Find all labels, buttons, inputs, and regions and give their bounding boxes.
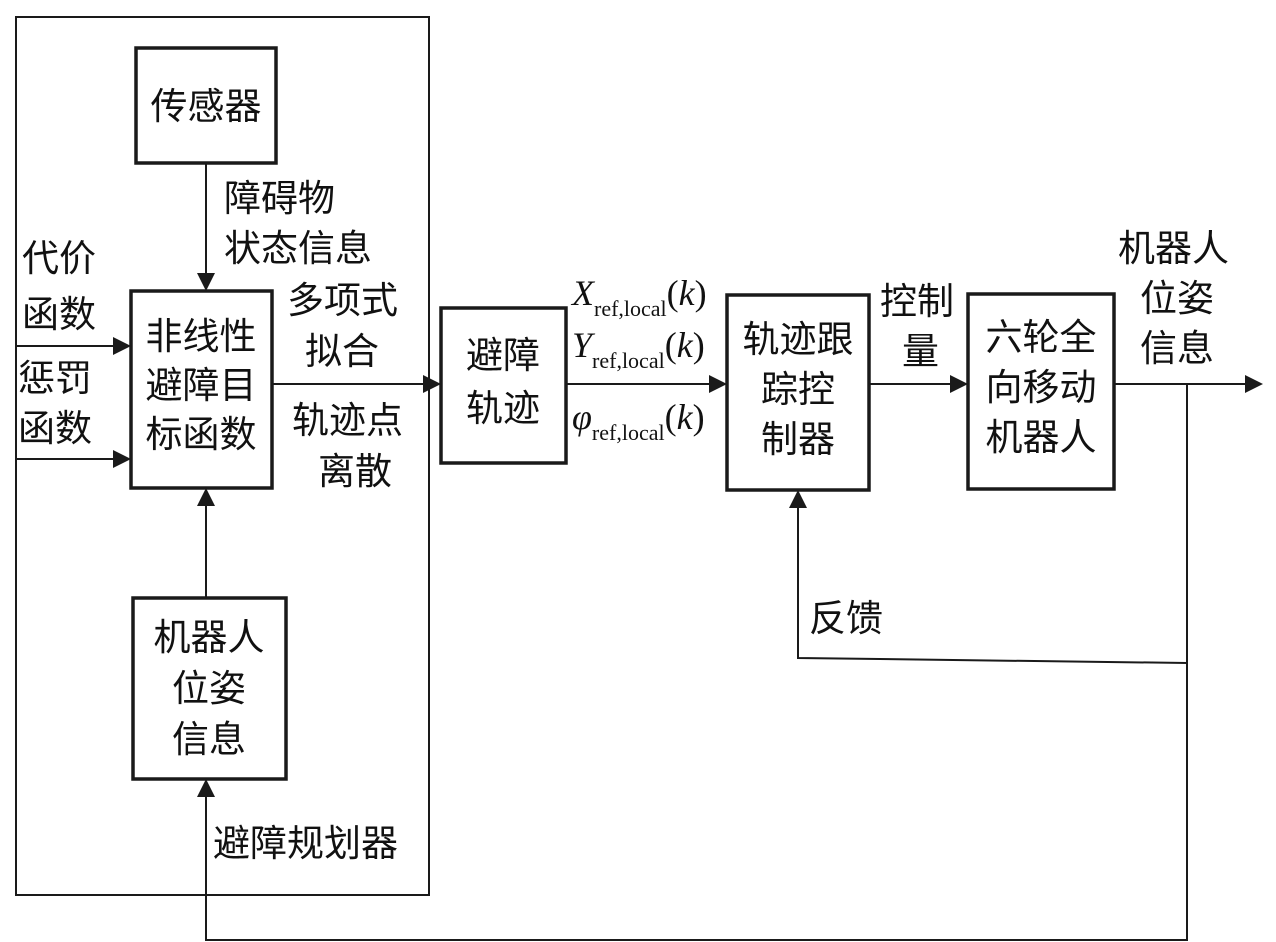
tracker-block: 轨迹跟 踪控 制器 — [725, 293, 871, 492]
arrowhead-pose-objective — [197, 488, 215, 506]
planner-frame — [15, 16, 430, 896]
robot-pose-label-line: 信息 — [172, 718, 246, 761]
signal-y-label: Yref,local(k) — [572, 325, 705, 373]
discretization-label: 离散 — [318, 450, 392, 493]
robot-pose-label-line: 位姿 — [172, 667, 246, 710]
objective-label-line: 非线性 — [146, 315, 257, 358]
sensor-block: 传感器 — [134, 46, 278, 165]
tracker-label-line: 踪控 — [761, 368, 835, 411]
robot-label-line: 机器人 — [986, 416, 1097, 459]
planner-label: 避障规划器 — [213, 822, 398, 865]
signal-x-label: Xref,local(k) — [570, 273, 707, 321]
robot-label-line: 六轮全 — [986, 316, 1097, 359]
discretization-label: 轨迹点 — [292, 399, 403, 442]
arrowhead-cost-fn — [113, 337, 131, 355]
robot-block: 六轮全 向移动 机器人 — [966, 292, 1116, 491]
robot-pose-block: 机器人 位姿 信息 — [131, 596, 288, 781]
cost-function-label: 代价 — [22, 237, 96, 280]
objective-block: 非线性 避障目 标函数 — [129, 289, 274, 490]
control-label: 量 — [902, 330, 939, 373]
obstacle-state-label: 障碍物 — [224, 177, 335, 220]
cost-function-label: 函数 — [22, 293, 96, 336]
polynomial-fit-label: 拟合 — [305, 330, 379, 373]
control-label: 控制 — [880, 280, 954, 323]
avoid-traj-label-line: 避障 — [466, 334, 540, 377]
penalty-function-label: 惩罚 — [18, 357, 92, 400]
avoid-traj-label-line: 轨迹 — [466, 387, 540, 430]
arrowhead-sensor-objective — [197, 273, 215, 291]
arrowhead-avoidtraj-tracker — [709, 375, 727, 393]
tracker-label-line: 轨迹跟 — [743, 318, 854, 361]
arrowhead-objective-avoidtraj — [423, 375, 441, 393]
sensor-label: 传感器 — [151, 85, 262, 128]
robot-label-line: 向移动 — [986, 366, 1097, 409]
wire-feedback — [797, 384, 1188, 665]
feedback-label: 反馈 — [809, 597, 883, 640]
avoid-traj-block: 避障 轨迹 — [439, 306, 568, 465]
robot-pose-output-label: 位姿 — [1140, 277, 1214, 320]
objective-label-line: 避障目 — [146, 364, 257, 407]
robot-pose-label-line: 机器人 — [154, 616, 265, 659]
polynomial-fit-label: 多项式 — [287, 279, 398, 322]
robot-pose-output-label: 机器人 — [1118, 227, 1229, 270]
penalty-function-label: 函数 — [18, 407, 92, 450]
arrowhead-feedback — [789, 490, 807, 508]
wire-pose-return — [205, 663, 1188, 941]
arrowhead-tracker-robot — [950, 375, 968, 393]
robot-pose-output-label: 信息 — [1140, 327, 1214, 370]
arrowhead-penalty-fn — [113, 450, 131, 468]
objective-label-line: 标函数 — [146, 413, 257, 456]
obstacle-state-label: 状态信息 — [224, 227, 372, 270]
arrowhead-pose-return — [197, 779, 215, 797]
signal-phi-label: φref,local(k) — [572, 397, 705, 445]
arrowhead-robot-output — [1245, 375, 1263, 393]
tracker-label-line: 制器 — [761, 418, 835, 461]
